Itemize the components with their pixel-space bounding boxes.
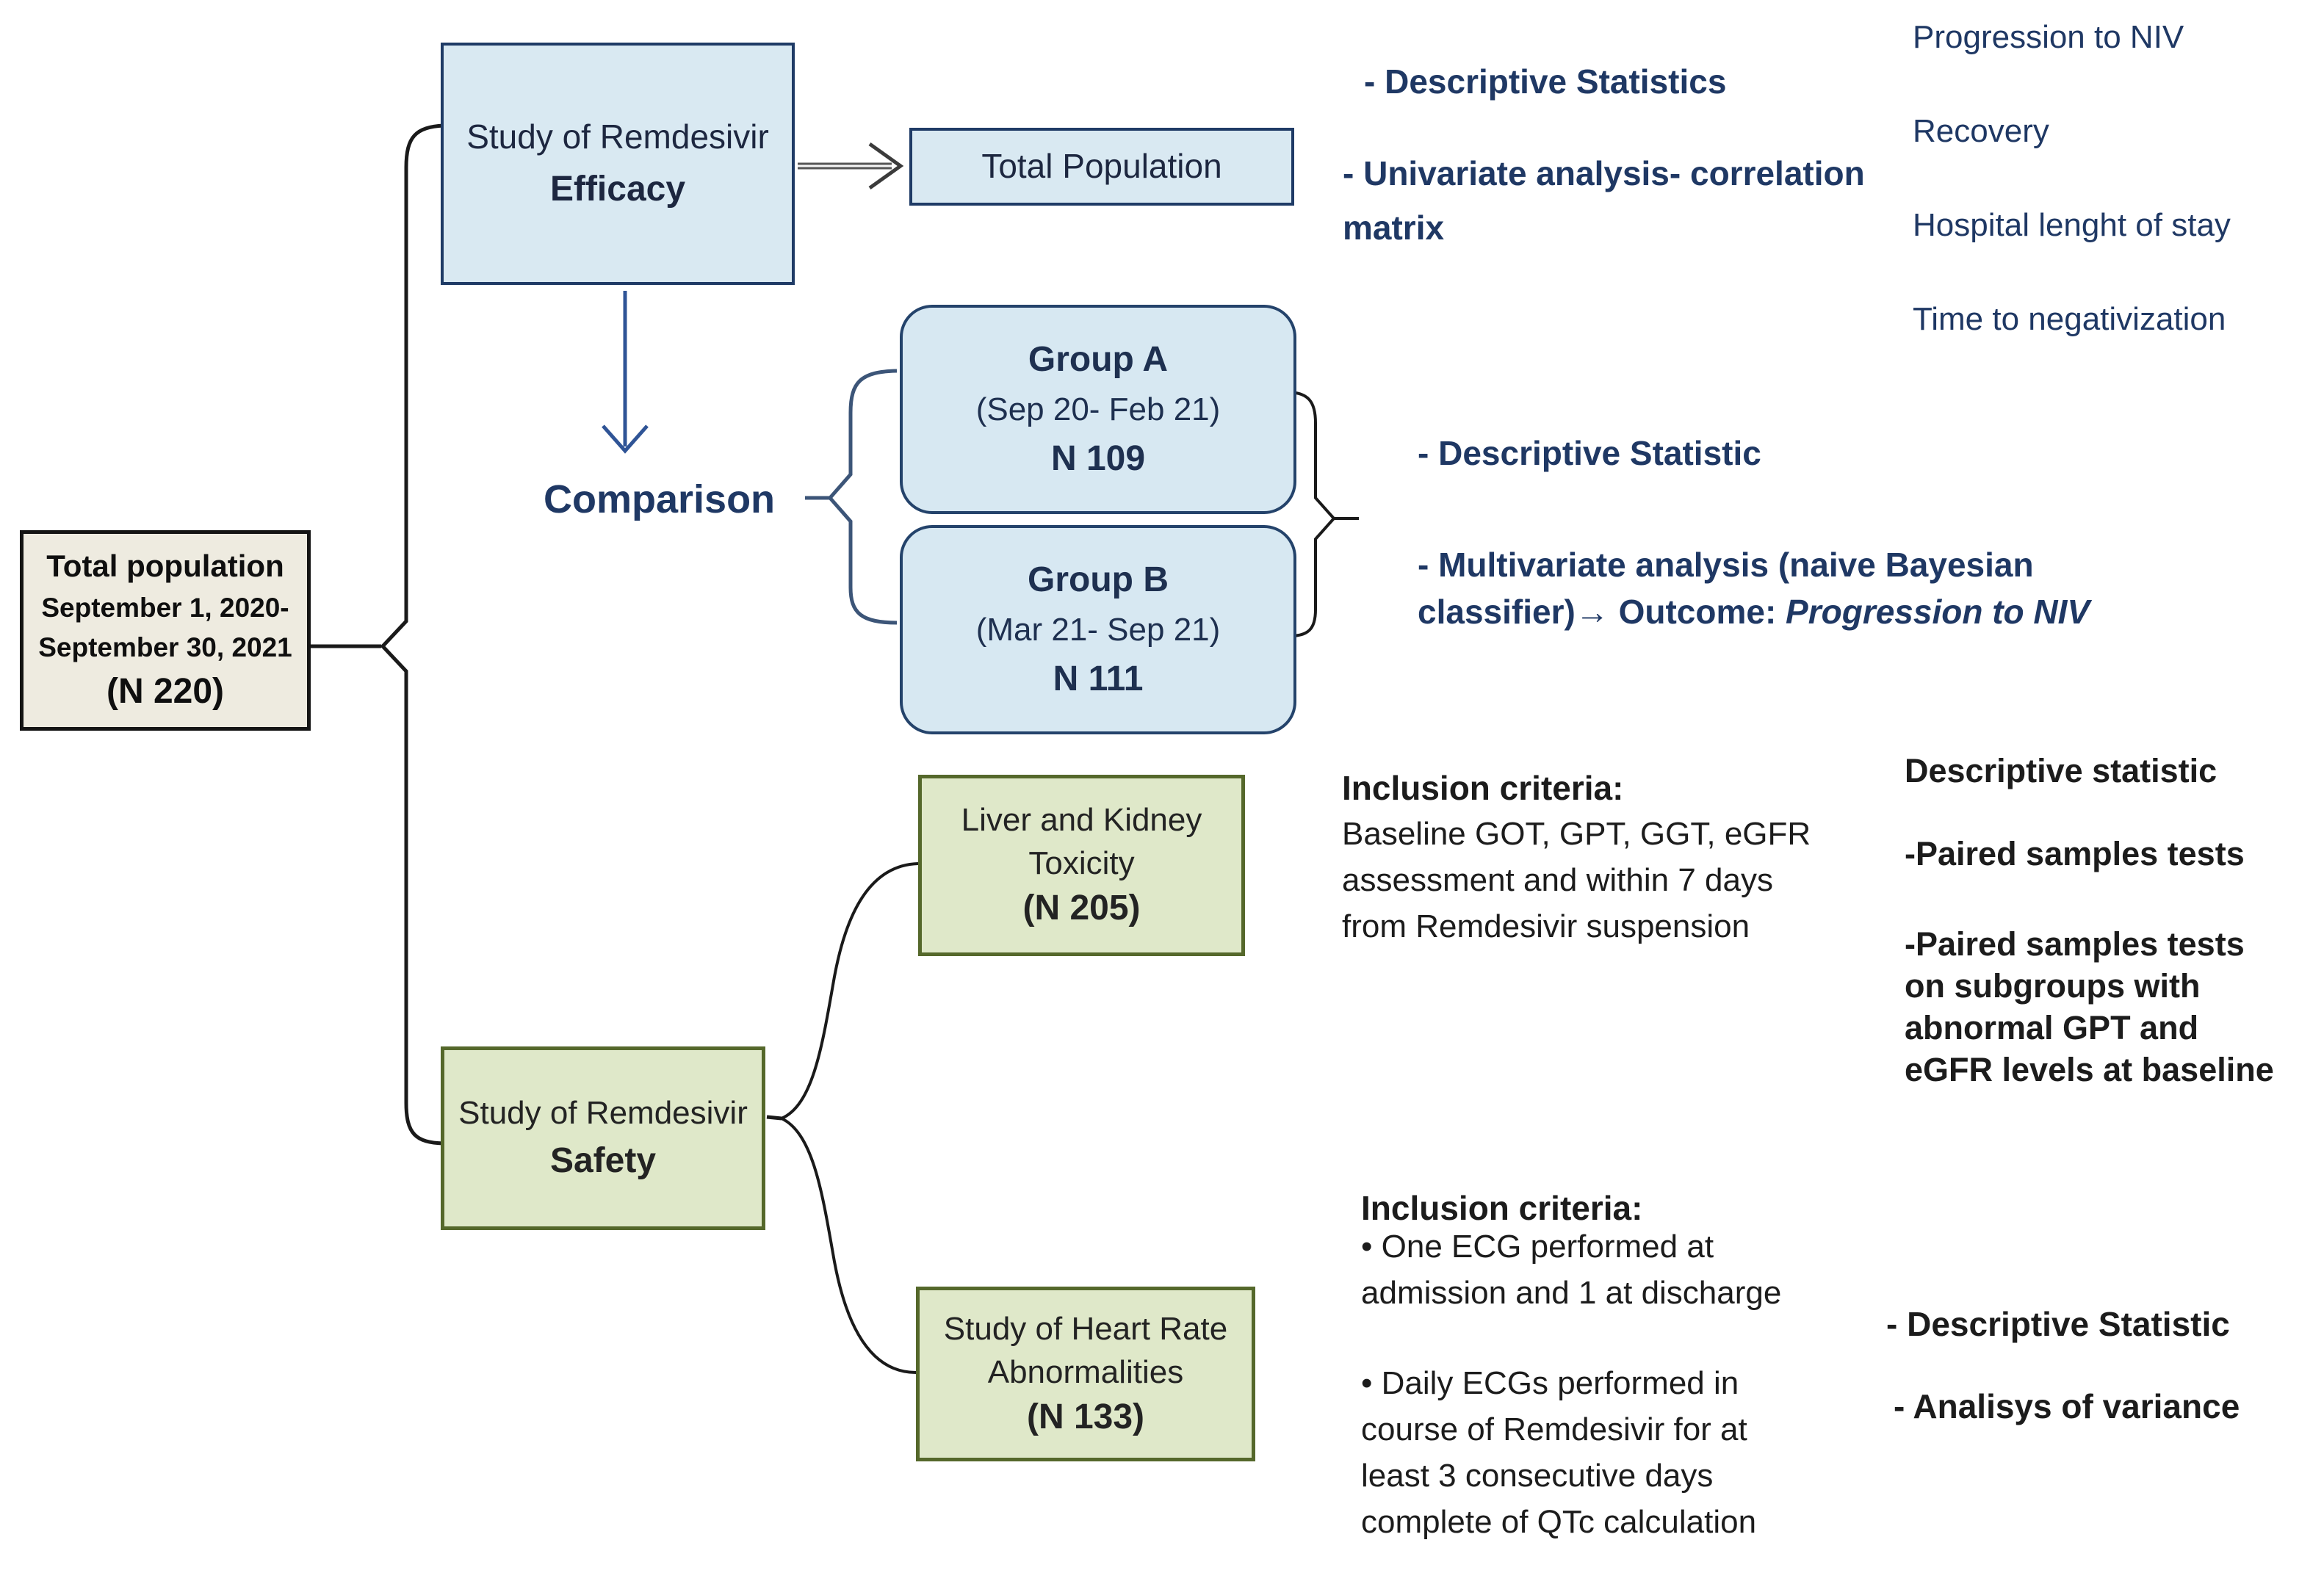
heart-box-n: (N 133) [1026, 1397, 1145, 1436]
liver-stat-paired-subgroups-line4: eGFR levels at baseline [1905, 1051, 2274, 1088]
arrow-efficacy-to-comparison-head [602, 424, 649, 454]
multivariate-outcome-prefix: classifier)→ Outcome: [1418, 593, 1786, 631]
efficacy-box-line1: Study of Remdesivir [466, 117, 769, 156]
comparison-stat-multivariate-line2: classifier)→ Outcome: Progression to NIV [1418, 590, 2090, 634]
group-a-period: (Sep 20- Feb 21) [975, 391, 1221, 427]
ecg-inclusion-b2-line1: • Daily ECGs performed in [1361, 1365, 1739, 1401]
total-population-small-box: Total Population [909, 128, 1294, 206]
total-population-box: Total population September 1, 2020- Sept… [20, 530, 311, 731]
comparison-label: Comparison [544, 477, 776, 521]
total-population-date2: September 30, 2021 [38, 632, 292, 662]
efficacy-study-box: Study of Remdesivir Efficacy [441, 43, 795, 285]
total-population-small-label: Total Population [981, 147, 1222, 186]
ecg-inclusion-header: Inclusion criteria: [1361, 1189, 1643, 1227]
line-safety-split-tip [766, 1115, 782, 1121]
liver-inclusion-line3: from Remdesivir suspension [1342, 908, 1750, 944]
liver-inclusion-header: Inclusion criteria: [1342, 769, 1624, 807]
heart-box-line2: Abnormalities [987, 1353, 1184, 1390]
ecg-inclusion-b2-line3: least 3 consecutive days [1361, 1458, 1714, 1494]
liver-stat-paired-subgroups-line2: on subgroups with [1905, 967, 2201, 1005]
liver-stat-paired-subgroups-line3: abnormal GPT and [1905, 1009, 2199, 1046]
arrow-efficacy-to-totalpop-head [868, 142, 904, 190]
total-population-title: Total population [46, 548, 284, 583]
group-b-n: N 111 [1053, 659, 1144, 699]
outcome-hospital-length-of-stay: Hospital lenght of stay [1913, 207, 2231, 243]
safety-box-line1: Study of Remdesivir [458, 1095, 748, 1132]
multivariate-outcome-italic: Progression to NIV [1786, 593, 2090, 631]
efficacy-stat-univariate-line2: matrix [1343, 209, 1445, 247]
liver-inclusion-line1: Baseline GOT, GPT, GGT, eGFR [1342, 816, 1811, 852]
total-population-n: (N 220) [106, 671, 225, 711]
brace-population-to-studies [380, 123, 444, 1146]
group-a-n: N 109 [1050, 439, 1146, 479]
heart-box-line1: Study of Heart Rate [943, 1310, 1228, 1347]
liver-box-n: (N 205) [1022, 889, 1141, 928]
efficacy-stat-descriptive: - Descriptive Statistics [1364, 62, 1727, 101]
ecg-inclusion-b2-line2: course of Remdesivir for at [1361, 1411, 1747, 1447]
outcome-recovery: Recovery [1913, 113, 2049, 149]
heart-stat-anova: - Analisys of variance [1894, 1387, 2240, 1425]
liver-kidney-toxicity-box: Liver and Kidney Toxicity (N 205) [918, 775, 1245, 956]
comparison-stat-multivariate-line1: - Multivariate analysis (naive Bayesian [1418, 546, 2034, 584]
total-population-date1: September 1, 2020- [41, 593, 289, 623]
safety-study-box: Study of Remdesivir Safety [441, 1046, 765, 1230]
liver-stat-descriptive: Descriptive statistic [1905, 752, 2217, 789]
efficacy-stat-univariate-line1: - Univariate analysis- correlation [1343, 154, 1865, 192]
liver-box-line2: Toxicity [1028, 845, 1135, 882]
ecg-inclusion-b1-line1: • One ECG performed at [1361, 1229, 1714, 1265]
group-b-box: Group B (Mar 21- Sep 21) N 111 [900, 525, 1296, 734]
efficacy-box-line2: Efficacy [549, 169, 686, 209]
brace-comparison-to-groups [827, 369, 898, 625]
curve-safety-to-liver [781, 862, 919, 1120]
liver-stat-paired-subgroups-line1: -Paired samples tests [1905, 925, 2245, 963]
heart-rate-abnormalities-box: Study of Heart Rate Abnormalities (N 133… [916, 1287, 1255, 1461]
group-b-title: Group B [1028, 560, 1169, 599]
liver-box-line1: Liver and Kidney [961, 802, 1202, 839]
group-a-box: Group A (Sep 20- Feb 21) N 109 [900, 305, 1296, 514]
comparison-stat-descriptive: - Descriptive Statistic [1418, 434, 1761, 472]
group-b-period: (Mar 21- Sep 21) [975, 611, 1221, 648]
safety-box-line2: Safety [549, 1141, 657, 1181]
group-a-title: Group A [1028, 339, 1169, 379]
outcome-progression-to-niv: Progression to NIV [1913, 19, 2184, 55]
liver-stat-paired-tests: -Paired samples tests [1905, 835, 2245, 872]
ecg-inclusion-b2-line4: complete of QTc calculation [1361, 1504, 1757, 1540]
liver-inclusion-line2: assessment and within 7 days [1342, 862, 1773, 898]
ecg-inclusion-b1-line2: admission and 1 at discharge [1361, 1275, 1782, 1311]
curve-safety-to-heart [781, 1117, 917, 1374]
outcome-time-to-negativization: Time to negativization [1913, 301, 2226, 337]
heart-stat-descriptive: - Descriptive Statistic [1886, 1305, 2230, 1343]
